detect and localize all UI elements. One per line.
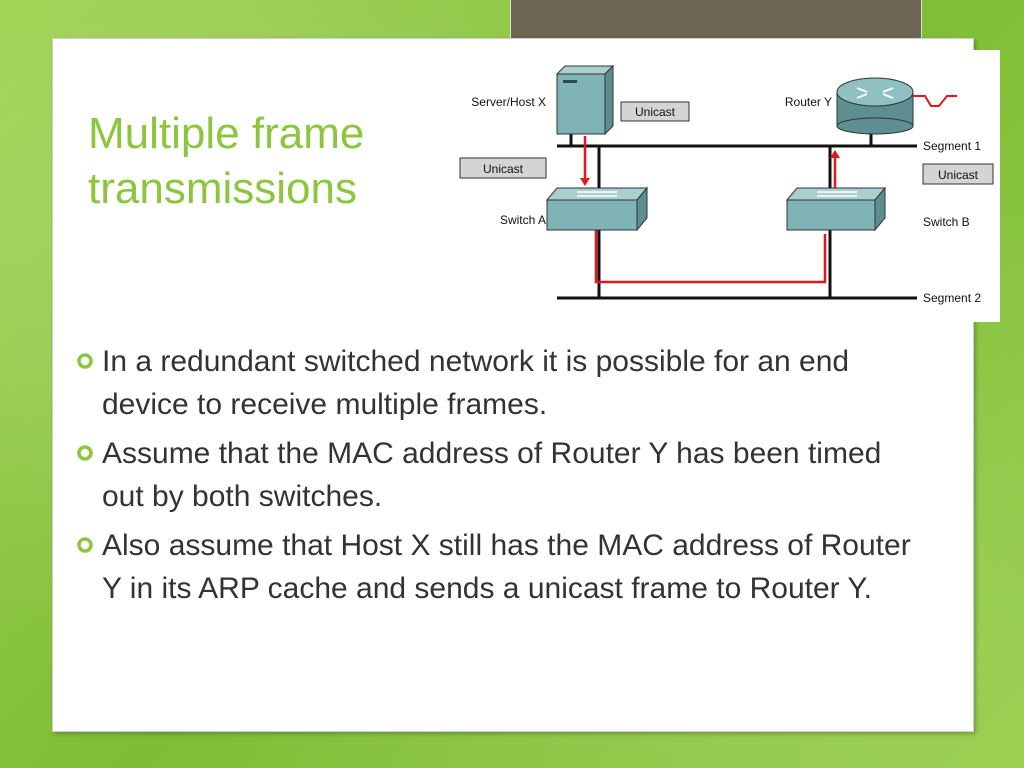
server-icon <box>555 64 615 136</box>
unicast-label-left: Unicast <box>483 162 524 176</box>
segment-1-label: Segment 1 <box>923 139 981 153</box>
switch-b-label: Switch B <box>923 215 970 229</box>
slide-title: Multiple frame transmissions <box>88 109 365 213</box>
circle-bullet-icon <box>77 537 93 553</box>
bullet-item: Assume that the MAC address of Router Y … <box>76 432 926 518</box>
router-icon <box>836 77 957 135</box>
segment-2-label: Segment 2 <box>923 291 981 305</box>
bullet-text: In a redundant switched network it is po… <box>102 345 850 421</box>
switch-b-icon <box>785 186 887 232</box>
unicast-label-top: Unicast <box>635 105 676 119</box>
unicast-box-left <box>459 157 547 179</box>
bullet-item: In a redundant switched network it is po… <box>76 340 926 426</box>
unicast-box-right <box>922 163 994 185</box>
server-label: Server/Host X <box>471 95 546 109</box>
bullet-list: In a redundant switched network it is po… <box>76 340 926 616</box>
bullet-text: Also assume that Host X still has the MA… <box>102 529 911 605</box>
bullet-item: Also assume that Host X still has the MA… <box>76 524 926 610</box>
circle-bullet-icon <box>77 445 93 461</box>
router-label: Router Y <box>785 95 832 109</box>
circle-bullet-icon <box>77 353 93 369</box>
bullet-text: Assume that the MAC address of Router Y … <box>102 437 882 513</box>
switch-a-label: Switch A <box>500 213 546 227</box>
network-diagram: Unicast Unicast Unicast Server/Host X Ro… <box>447 50 1000 322</box>
unicast-label-right: Unicast <box>938 168 979 182</box>
unicast-box-top <box>620 101 690 122</box>
switch-a-icon <box>545 186 649 232</box>
